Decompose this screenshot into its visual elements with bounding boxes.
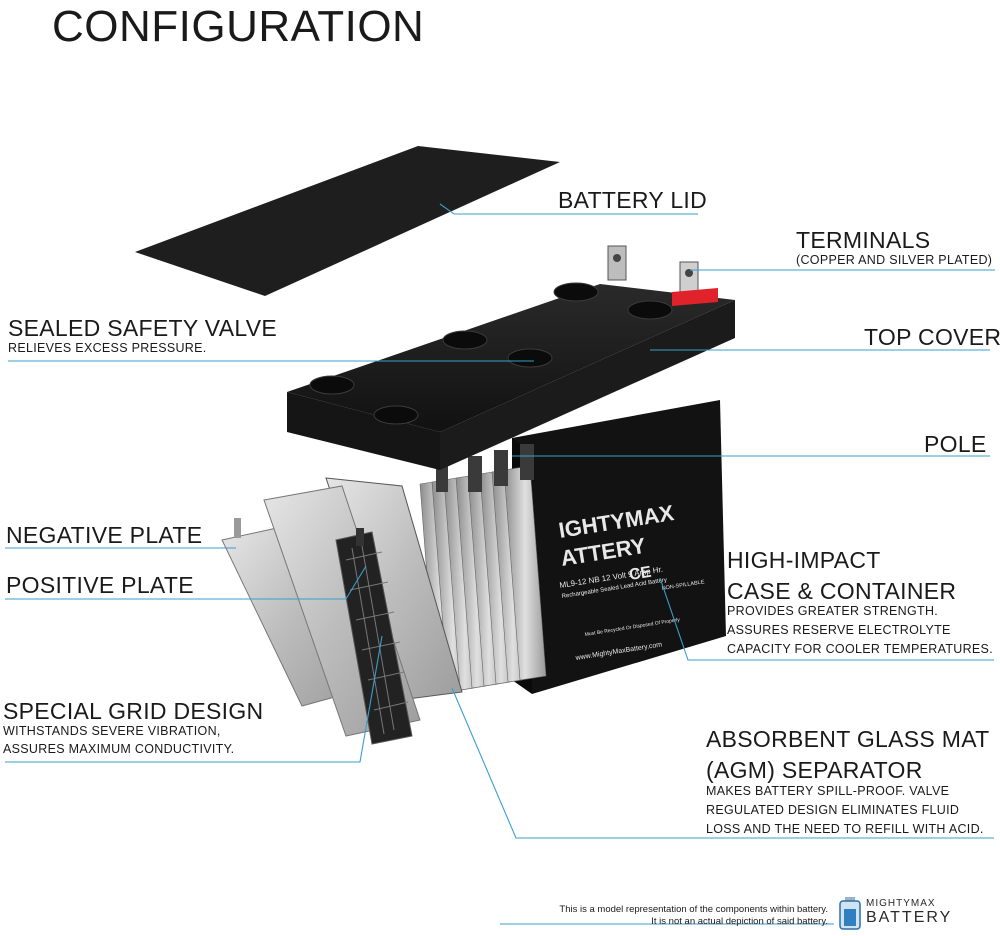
leader-lines [5, 203, 995, 925]
vent-caps [309, 282, 673, 425]
label-case-sub-1: PROVIDES GREATER STRENGTH. [727, 604, 939, 618]
label-agm-sub-3: LOSS AND THE NEED TO REFILL WITH ACID. [706, 822, 984, 836]
mightymax-logo-icon [839, 897, 861, 930]
battery-lid [135, 146, 560, 296]
label-grid-sub-2: ASSURES MAXIMUM CONDUCTIVITY. [3, 742, 235, 756]
label-terminals-sub: (COPPER AND SILVER PLATED) [796, 253, 993, 267]
top-cover-side [440, 300, 735, 470]
label-sealed-valve: SEALED SAFETY VALVE [8, 315, 278, 341]
case-ce: CE [628, 564, 653, 584]
leader-agm [451, 687, 994, 839]
label-case-1: HIGH-IMPACT [727, 547, 881, 573]
label-battery-lid: BATTERY LID [558, 187, 708, 213]
label-case-2: CASE & CONTAINER [727, 578, 957, 604]
leader-grid [5, 635, 383, 763]
logo-line-1: MIGHTYMAX [866, 898, 936, 909]
logo-line-2: BATTERY [866, 909, 953, 926]
label-sealed-valve-sub: RELIEVES EXCESS PRESSURE. [8, 341, 207, 355]
label-agm-sub-2: REGULATED DESIGN ELIMINATES FLUID [706, 803, 960, 817]
label-positive-plate: POSITIVE PLATE [6, 572, 194, 598]
pole-tabs [436, 444, 534, 492]
label-case-sub-2: ASSURES RESERVE ELECTROLYTE [727, 623, 951, 637]
leader-case [659, 577, 994, 661]
grid-pattern [345, 545, 409, 735]
label-agm-1: ABSORBENT GLASS MAT [706, 726, 990, 752]
page-title: CONFIGURATION [52, 2, 425, 51]
leader-battery-lid [439, 203, 698, 215]
terminal-red-cover [672, 288, 718, 306]
label-grid: SPECIAL GRID DESIGN [3, 698, 264, 724]
top-cover-front [287, 392, 440, 470]
label-negative-plate: NEGATIVE PLATE [6, 522, 203, 548]
disclaimer-line-1: This is a model representation of the co… [559, 904, 828, 915]
label-grid-sub-1: WITHSTANDS SEVERE VIBRATION, [3, 724, 221, 738]
label-terminals: TERMINALS [796, 227, 931, 253]
label-case-sub-3: CAPACITY FOR COOLER TEMPERATURES. [727, 642, 993, 656]
label-pole: POLE [924, 431, 987, 457]
disclaimer-line-2: It is not an actual depiction of said ba… [651, 916, 828, 927]
terminals [607, 245, 718, 306]
label-agm-sub-1: MAKES BATTERY SPILL-PROOF. VALVE [706, 784, 950, 798]
label-top-cover: TOP COVER [864, 324, 1000, 350]
logo-text: MIGHTYMAX BATTERY [866, 898, 952, 926]
battery-case [512, 400, 726, 694]
label-agm-2: (AGM) SEPARATOR [706, 757, 923, 783]
leader-positive-plate [5, 565, 367, 600]
